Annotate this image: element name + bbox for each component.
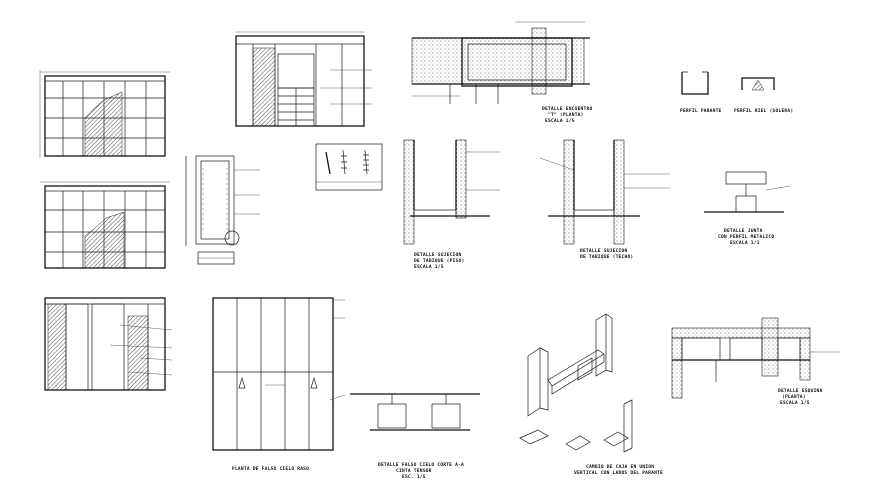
ceiling-plan xyxy=(212,297,346,451)
ceiling-plan-caption: PLANTA DE FALSO CIELO RASO xyxy=(232,466,309,472)
detail-floor-sub: DE TABIQUE (PISO) xyxy=(414,258,464,264)
detail-ceiling-sub: DE TABIQUE (TECHO) xyxy=(580,254,633,260)
detail-floor-scale: ESCALA 1/5 xyxy=(414,264,444,270)
detail-tee-sub: "T" (PLANTA) xyxy=(548,112,584,118)
iso-caption-2: VERTICAL CON LADOS DEL PARANTE xyxy=(574,470,663,476)
ceiling-cut-scale: ESC. 1/5 xyxy=(402,474,426,480)
profile-drawings xyxy=(681,71,775,95)
detail-ceiling-cut xyxy=(350,393,480,431)
elevation-door-window xyxy=(235,31,372,127)
detail-ceiling-fixing xyxy=(539,139,670,245)
elevation-wall-1 xyxy=(39,70,170,158)
detail-tee-plan xyxy=(411,21,590,104)
screws-legend xyxy=(315,143,383,191)
detail-joint-scale: ESCALA 1/1 xyxy=(730,240,760,246)
detail-corner-plan xyxy=(671,317,840,399)
detail-joint xyxy=(704,171,791,213)
detail-ceiling-title: DETALLE SUJECION xyxy=(580,248,627,254)
iso-caption-1: CAMBIO DE CAJA EN UNION xyxy=(586,464,654,470)
detail-corner-sub: (PLANTA) xyxy=(782,394,806,400)
detail-joint-sub: CON PERFIL METALICO xyxy=(718,234,774,240)
detail-joint-title: DETALLE JUNTA xyxy=(724,228,763,234)
profile-riel-label: PERFIL RIEL (SOLERA) xyxy=(734,108,793,114)
detail-tee-scale: ESCALA 1/5 xyxy=(545,118,575,124)
detail-tee-title: DETALLE ENCUENTRO xyxy=(542,106,592,112)
detail-corner-title: DETALLE ESQUINA xyxy=(778,388,823,394)
detail-floor-title: DETALLE SUJECION xyxy=(414,252,461,258)
profile-parante-label: PERFIL PARANTE xyxy=(680,108,722,114)
isometric-stud-connection xyxy=(519,313,633,453)
ceiling-cut-sub: CINTA TENSOR xyxy=(396,468,432,474)
ceiling-cut-title: DETALLE FALSO CIELO CORTE A-A xyxy=(378,462,464,468)
elevation-wall-3 xyxy=(44,297,173,391)
panel-section-detail xyxy=(185,155,260,265)
elevation-wall-2 xyxy=(40,181,170,269)
detail-floor-fixing xyxy=(403,139,500,245)
detail-corner-scale: ESCALA 1/5 xyxy=(780,400,810,406)
